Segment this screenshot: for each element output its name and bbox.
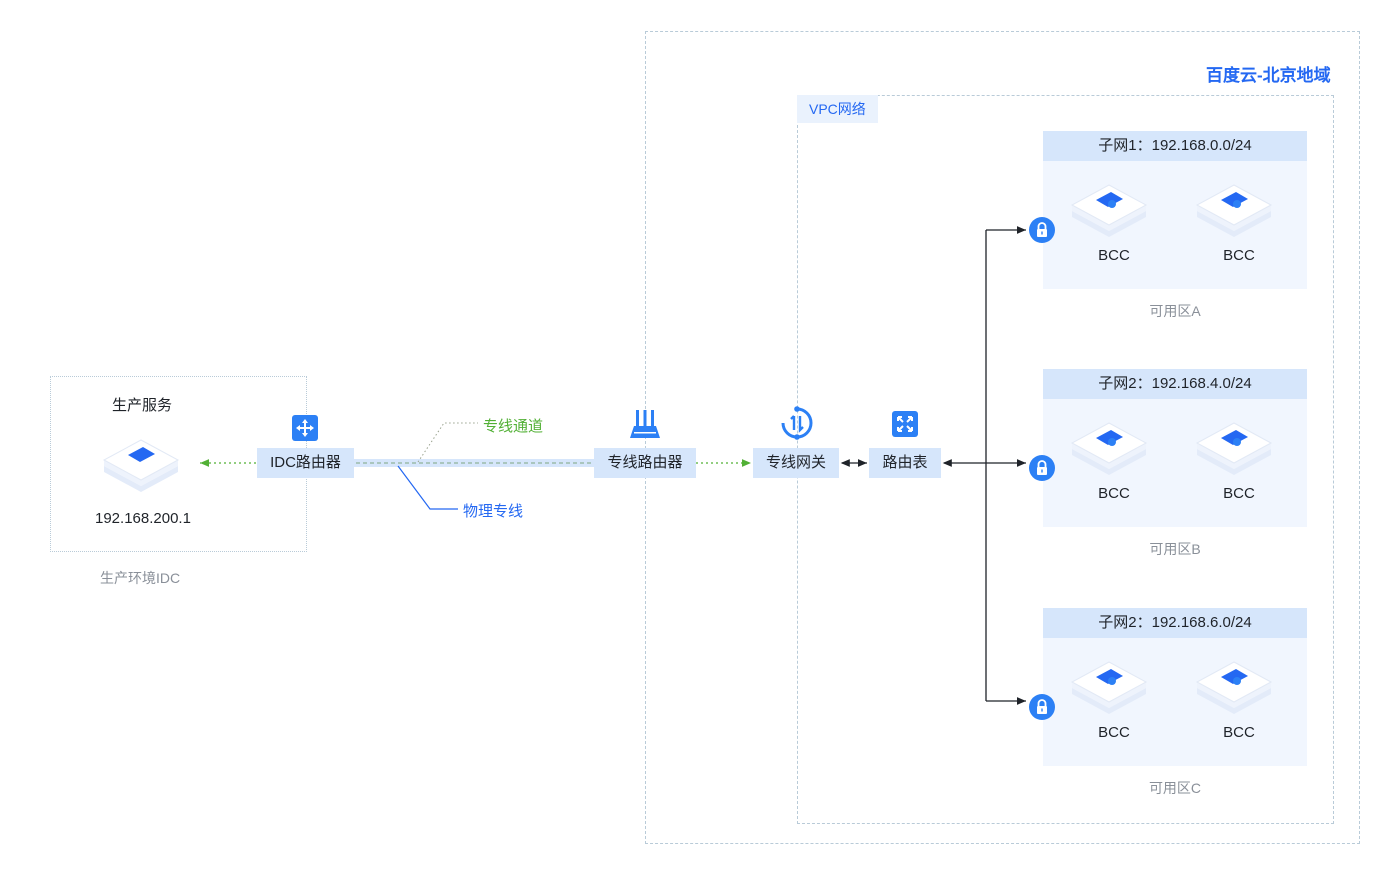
bcc-instance-icon[interactable] <box>1068 658 1150 714</box>
route-expand-icon <box>892 411 918 437</box>
vpc-label: VPC网络 <box>797 95 878 123</box>
bcc-label: BCC <box>1223 724 1255 741</box>
physical-line-label: 物理专线 <box>463 503 524 520</box>
bcc-label: BCC <box>1098 724 1130 741</box>
bcc-instance-icon[interactable] <box>1193 658 1275 714</box>
bcc-instance-icon[interactable] <box>1193 419 1275 475</box>
region-title: 百度云-北京地域 <box>1206 66 1331 85</box>
server-icon <box>102 439 180 492</box>
bcc-label: BCC <box>1098 247 1130 264</box>
router-antenna-icon <box>630 410 660 438</box>
bcc-label: BCC <box>1223 485 1255 502</box>
gateway-sync-icon <box>781 406 813 440</box>
service-title: 生产服务 <box>112 397 173 414</box>
bcc-instance-icon[interactable] <box>1193 181 1275 237</box>
tunnel-callout <box>417 422 478 463</box>
server-ip: 192.168.200.1 <box>95 510 191 527</box>
route-table-node[interactable]: 路由表 <box>869 448 941 478</box>
bcc-label: BCC <box>1223 247 1255 264</box>
bcc-instance-icon[interactable] <box>1068 181 1150 237</box>
security-lock-icon[interactable] <box>1029 694 1055 720</box>
security-lock-icon[interactable] <box>1029 455 1055 481</box>
dedicated-gateway-node[interactable]: 专线网关 <box>753 448 839 478</box>
security-lock-icon[interactable] <box>1029 217 1055 243</box>
availability-zone-label: 可用区B <box>1149 541 1201 557</box>
availability-zone-label: 可用区A <box>1149 303 1201 319</box>
subnet-header: 子网1：192.168.0.0/24 <box>1043 131 1307 161</box>
tunnel-label: 专线通道 <box>483 418 544 435</box>
bcc-label: BCC <box>1098 485 1130 502</box>
physical-line-band <box>354 459 594 467</box>
availability-zone-label: 可用区C <box>1148 780 1202 796</box>
move-arrows-icon <box>292 415 318 441</box>
idc-env-label: 生产环境IDC <box>100 570 181 586</box>
dedicated-router-node[interactable]: 专线路由器 <box>594 448 696 478</box>
subnet-header: 子网2：192.168.6.0/24 <box>1043 608 1307 638</box>
bcc-instance-icon[interactable] <box>1068 419 1150 475</box>
idc-router-node[interactable]: IDC路由器 <box>257 448 354 478</box>
subnet-header: 子网2：192.168.4.0/24 <box>1043 369 1307 399</box>
physical-callout <box>397 465 458 510</box>
